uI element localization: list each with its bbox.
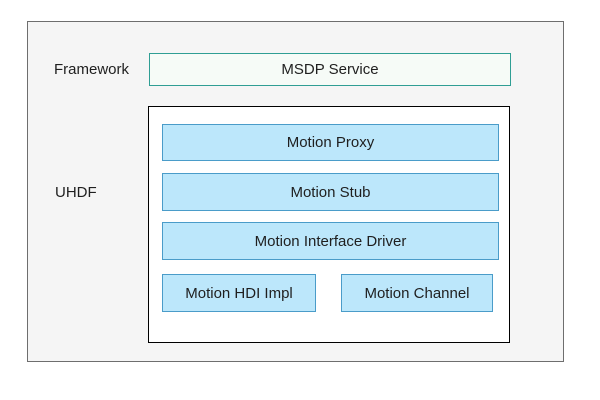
motion-stub-box: Motion Stub — [162, 173, 499, 211]
motion-hdi-impl-label: Motion HDI Impl — [185, 284, 293, 302]
uhdf-section-label: UHDF — [55, 184, 97, 201]
motion-proxy-box: Motion Proxy — [162, 124, 499, 161]
motion-interface-driver-label: Motion Interface Driver — [254, 232, 407, 250]
motion-hdi-impl-box: Motion HDI Impl — [162, 274, 316, 312]
framework-section-label: Framework — [54, 61, 130, 78]
motion-interface-driver-box: Motion Interface Driver — [162, 222, 499, 260]
motion-stub-label: Motion Stub — [290, 183, 371, 201]
motion-channel-box: Motion Channel — [341, 274, 493, 312]
msdp-service-label: MSDP Service — [281, 61, 379, 78]
msdp-service-box: MSDP Service — [149, 53, 511, 86]
motion-channel-label: Motion Channel — [364, 284, 470, 302]
motion-proxy-label: Motion Proxy — [286, 134, 375, 151]
